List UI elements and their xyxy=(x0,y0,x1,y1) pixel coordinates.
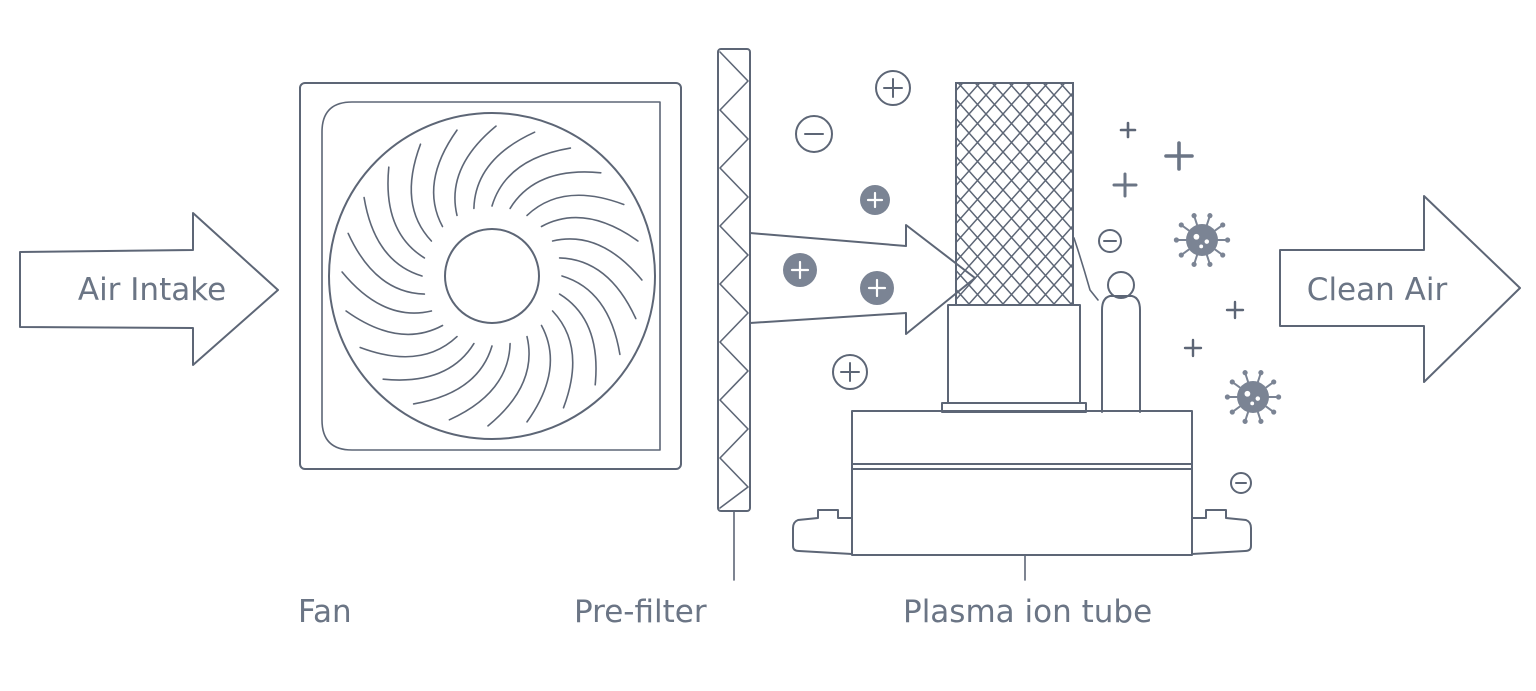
pre-filter-label: Pre-filter xyxy=(574,594,707,630)
negative-ion-icon xyxy=(1098,229,1122,253)
fan-blade xyxy=(432,129,458,228)
fan-blade xyxy=(382,342,475,381)
fan-blade xyxy=(558,293,597,386)
positive-ion-icon xyxy=(875,70,911,106)
clean-air-label: Clean Air xyxy=(1307,272,1448,308)
fan-blade xyxy=(454,125,497,217)
fan-blade xyxy=(509,171,602,210)
fan-blade xyxy=(526,324,552,423)
fan-blade xyxy=(526,194,625,217)
positive-ion-icon xyxy=(1112,172,1138,198)
fan-blade xyxy=(491,147,572,207)
fan-blade xyxy=(448,342,511,421)
fan-blade xyxy=(558,257,637,320)
positive-ion-icon xyxy=(1183,338,1203,358)
positive-ion-icon xyxy=(1164,141,1194,171)
fan-blade xyxy=(341,271,433,314)
positive-ion-icon xyxy=(860,185,890,215)
fan-blade xyxy=(363,196,423,277)
plasma-ion-tube-label: Plasma ion tube xyxy=(903,594,1152,630)
fan-blade xyxy=(412,345,493,405)
positive-ion-icon xyxy=(832,354,868,390)
pre-filter xyxy=(717,48,751,581)
fan-blades xyxy=(341,125,643,427)
fan-blade xyxy=(410,143,433,242)
fan-blade xyxy=(347,232,426,295)
fan-blade xyxy=(359,335,458,358)
fan-blade xyxy=(540,216,639,242)
air-intake-arrow: Air Intake xyxy=(19,212,279,366)
positive-ion-icon xyxy=(1225,300,1245,320)
fan-blade xyxy=(387,166,426,259)
negative-ion-icon xyxy=(1230,472,1252,494)
fan-blade xyxy=(551,310,574,409)
positive-ion-icon xyxy=(860,271,894,305)
clean-air-arrow: Clean Air xyxy=(1279,195,1521,383)
positive-ion-icon xyxy=(783,253,817,287)
positive-ion-icon xyxy=(1119,121,1137,139)
air-intake-label: Air Intake xyxy=(78,272,226,308)
fan xyxy=(299,82,682,470)
fan-blade xyxy=(473,131,536,210)
ions xyxy=(783,70,1252,494)
fan-blade xyxy=(345,310,444,336)
virus-icon xyxy=(1173,213,1231,267)
fan-label: Fan xyxy=(298,594,352,630)
mesh-icon xyxy=(955,82,1074,306)
fan-blade xyxy=(561,275,621,356)
fan-blade xyxy=(487,335,530,427)
negative-ion-icon xyxy=(795,115,833,153)
fan-blade xyxy=(551,238,643,281)
plasma-ion-tube xyxy=(792,82,1252,581)
virus-icon xyxy=(1224,370,1282,424)
